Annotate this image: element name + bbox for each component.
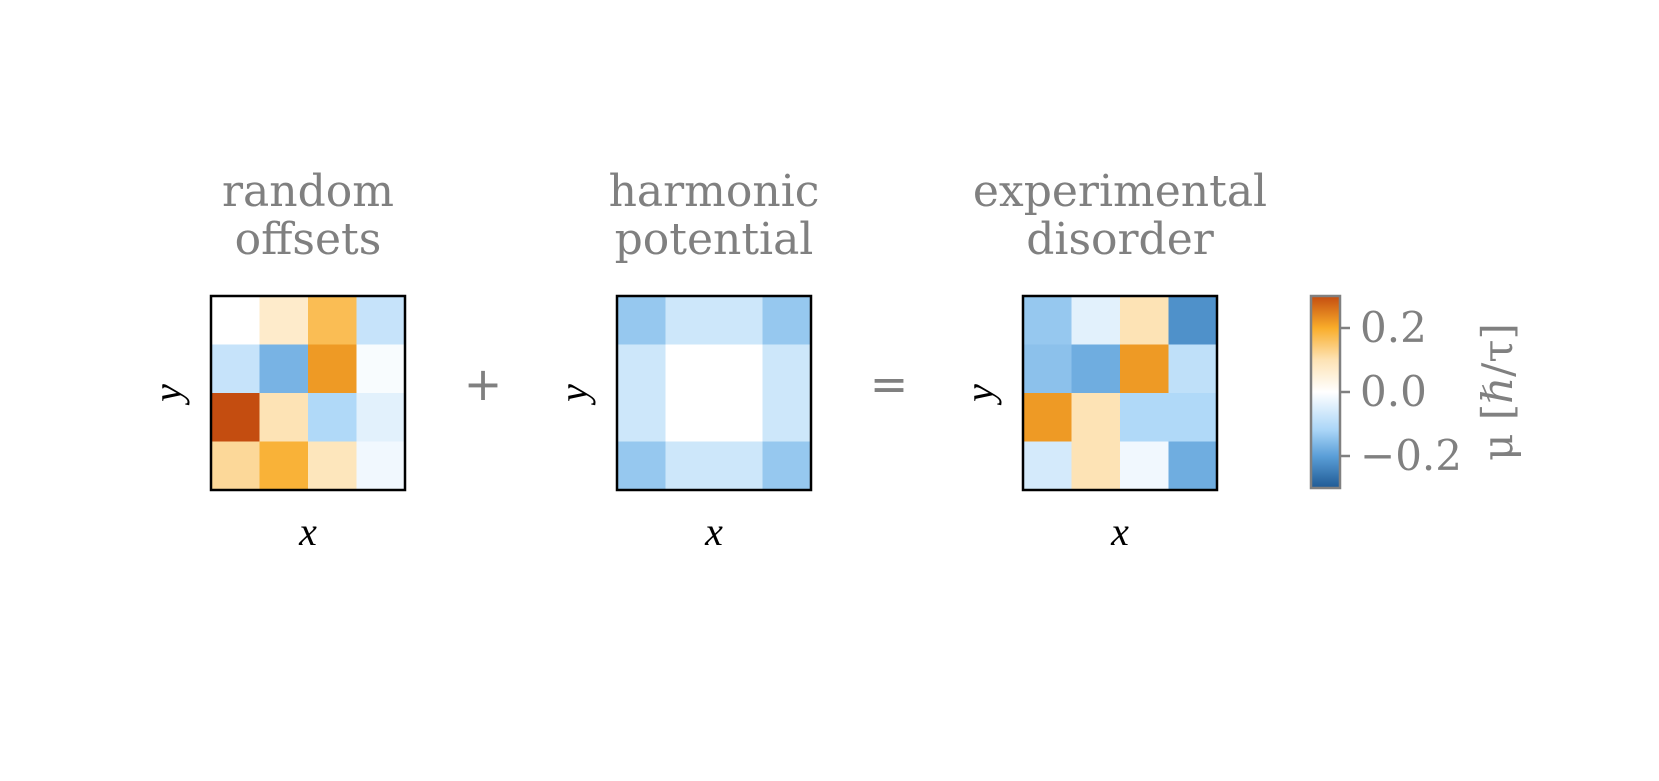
heatmap-cell: [762, 344, 812, 394]
heatmap-cell: [259, 393, 309, 442]
x-axis-label: x: [298, 509, 317, 554]
heatmap-cell: [356, 441, 406, 491]
panel-title-line: harmonic: [609, 166, 820, 217]
heatmap-cell: [1023, 441, 1072, 491]
heatmap-cell: [308, 441, 357, 491]
colorbar-tick-label: −0.2: [1360, 431, 1462, 480]
colorbar-tick-label: 0.2: [1360, 303, 1427, 352]
heatmap-cell: [617, 393, 666, 442]
heatmap-cell: [259, 441, 309, 491]
heatmap-cell: [1168, 344, 1218, 394]
colorbar-label: μ [ℏ/τ]: [1473, 323, 1522, 461]
heatmap-cell: [211, 296, 260, 345]
heatmap-cell: [665, 344, 715, 394]
y-axis-label: y: [957, 384, 1002, 406]
heatmap-cell: [665, 393, 715, 442]
panel-frame: [615, 294, 813, 492]
heatmap-cell: [308, 344, 357, 394]
heatmap-cell: [356, 344, 406, 394]
heatmap-cell: [762, 296, 812, 345]
heatmap-cell: [308, 393, 357, 442]
heatmap-cell: [308, 296, 357, 345]
panel-title-line: random: [222, 166, 394, 217]
heatmap-cell: [1168, 441, 1218, 491]
heatmap-cell: [1071, 393, 1121, 442]
heatmap-cell: [1168, 296, 1218, 345]
colorbar: 0.2 0.0 −0.2 μ [ℏ/τ]: [1309, 294, 1522, 490]
heatmap-cell: [617, 441, 666, 491]
heatmap-cell: [714, 344, 763, 394]
heatmap-cell: [665, 441, 715, 491]
heatmap-cell: [1120, 441, 1169, 491]
heatmap-cell: [1023, 344, 1072, 394]
panel-frame: [1021, 294, 1219, 492]
heatmap-cell: [211, 393, 260, 442]
plus-operator: +: [464, 357, 503, 411]
heatmap-cell: [1120, 393, 1169, 442]
x-axis-label: x: [1110, 509, 1129, 554]
heatmap-cell: [1168, 393, 1218, 442]
x-axis-label: x: [704, 509, 723, 554]
heatmap-cell: [259, 296, 309, 345]
equals-operator: =: [870, 357, 909, 411]
panel-frame: [209, 294, 407, 492]
heatmap-cell: [714, 296, 763, 345]
panel-title-line: disorder: [1026, 214, 1215, 265]
colorbar-tick-label: 0.0: [1360, 367, 1427, 416]
colorbar-gradient: [1309, 294, 1342, 490]
heatmap-cell: [1071, 441, 1121, 491]
heatmap-cell: [356, 393, 406, 442]
panel-title-line: potential: [615, 214, 814, 265]
heatmap-cell: [1023, 296, 1072, 345]
heatmap-cell: [1120, 344, 1169, 394]
heatmap-cell: [1023, 393, 1072, 442]
heatmap-cell: [617, 344, 666, 394]
heatmap-cell: [211, 441, 260, 491]
heatmap-cell: [714, 441, 763, 491]
heatmap-cell: [211, 344, 260, 394]
heatmap-cell: [665, 296, 715, 345]
heatmap-cell: [617, 296, 666, 345]
heatmap-cell: [1071, 344, 1121, 394]
panel-title-line: experimental: [973, 166, 1267, 217]
panel-title-line: offsets: [235, 214, 382, 265]
heatmap-cell: [259, 344, 309, 394]
y-axis-label: y: [145, 384, 190, 406]
heatmap-cell: [1120, 296, 1169, 345]
heatmap-cell: [1071, 296, 1121, 345]
heatmap-cell: [714, 393, 763, 442]
y-axis-label: y: [551, 384, 596, 406]
heatmap-cell: [762, 441, 812, 491]
heatmap-cell: [762, 393, 812, 442]
heatmap-cell: [356, 296, 406, 345]
